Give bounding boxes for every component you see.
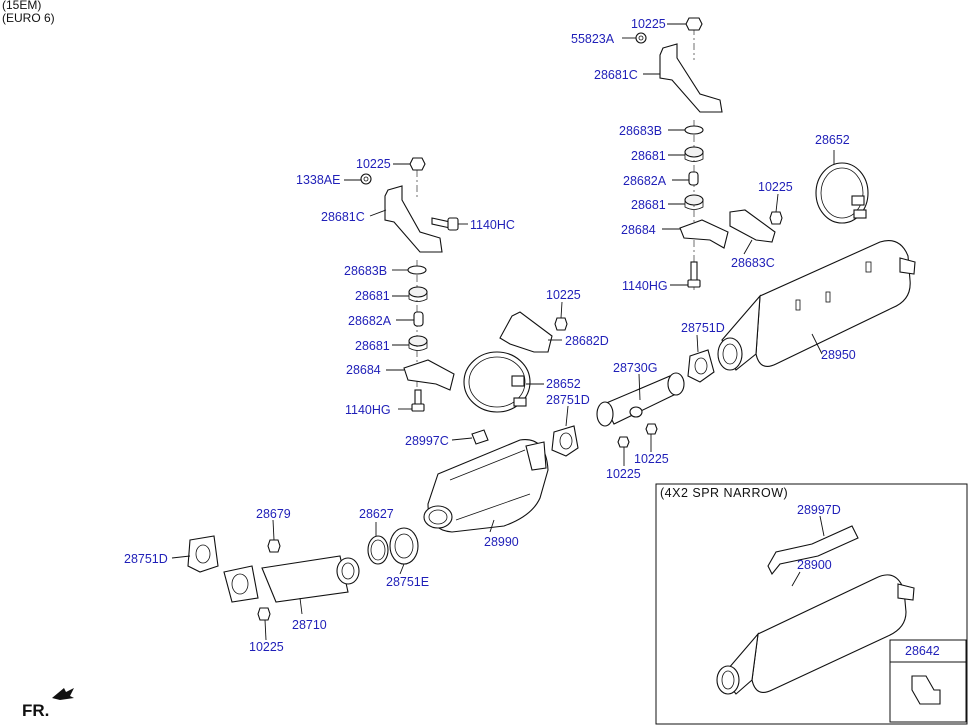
front-direction-indicator: FR. [22,688,74,720]
label-28710: 28710 [292,618,327,632]
label-28730G: 28730G [613,361,657,375]
sub-box-label: 28642 [905,644,940,658]
bolt-1140HC [431,217,451,229]
rubber-28681-right-2 [684,194,704,206]
catalytic-converter-28990 [423,439,549,533]
label-28684-left: 28684 [346,363,381,377]
clamp-28751E [389,527,419,565]
label-28681-left-1: 28681 [355,289,390,303]
label-10225-front-pipe: 10225 [249,640,284,654]
label-28684-right: 28684 [621,223,656,237]
right-hanger-assembly [635,17,783,290]
label-1140HG-left: 1140HG [345,403,391,417]
nut-10225-front-pipe [257,607,271,621]
label-28681-right-2: 28681 [631,198,666,212]
label-28950: 28950 [821,348,856,362]
bolt-1140HG-right [690,261,698,283]
bracket-28684-right [679,219,729,249]
label-28683B-right: 28683B [619,124,662,138]
pipe-bracket-28997D [767,525,859,576]
diesel-particulate-filter-28950 [717,240,916,371]
fr-label: FR. [22,701,49,720]
gasket-28751D-left [187,535,219,573]
gasket-28751D-right [687,349,715,383]
nut-10225-middle [554,317,568,331]
label-28997D: 28997D [797,503,841,517]
label-10225-middle: 10225 [546,288,581,302]
label-28751E: 28751E [386,575,429,589]
label-28652-middle: 28652 [546,377,581,391]
header-emission-standard: (EURO 6) [2,11,55,25]
label-28997C: 28997C [405,434,449,448]
clamp-28652-right [815,162,869,224]
gasket-28751D-middle [551,425,579,457]
nut-10225-pipe-a [617,436,630,448]
label-28681C-left: 28681C [321,210,365,224]
label-28652-right: 28652 [815,133,850,147]
front-arrow-icon [52,688,74,700]
label-28679: 28679 [256,507,291,521]
label-28751D-right: 28751D [681,321,725,335]
rubber-28681-left-2 [408,335,428,347]
label-28627: 28627 [359,507,394,521]
header-engine-code: (15EM) [2,0,41,12]
label-28682D: 28682D [565,334,609,348]
label-10225-pipe-a: 10225 [606,467,641,481]
rubber-28681-left-1 [408,286,428,298]
label-28682A-right: 28682A [623,174,667,188]
label-28681-left-2: 28681 [355,339,390,353]
bracket-28681C-right [659,43,723,113]
label-28900: 28900 [797,558,832,572]
label-28681C-right: 28681C [594,68,638,82]
nut-10225-left-top [409,157,426,171]
label-10225-top: 10225 [631,17,666,31]
clamp-28652-middle [463,351,531,413]
label-10225-left: 10225 [356,157,391,171]
inset-4x2-spr-narrow: (4X2 SPR NARROW) 28642 [655,483,968,725]
label-1338AE: 1338AE [296,173,340,187]
nut-10225-pipe-b [645,423,658,435]
label-1140HG-right: 1140HG [622,279,668,293]
bracket-28642 [911,675,941,705]
leader-lines [171,23,835,641]
label-1140HC: 1140HC [470,218,515,232]
front-pipe-28710 [223,539,360,621]
bracket-28683C [729,209,776,243]
label-28683C: 28683C [731,256,775,270]
pin-28682A-left [413,311,424,327]
washer-55823A [635,32,647,44]
nut-10225-top [685,17,703,31]
label-28682A-left: 28682A [348,314,392,328]
pipe-28730G [596,372,685,427]
sub-box-28642 [889,639,967,723]
washer-1338AE [360,173,372,185]
bracket-28681C-left [384,185,443,253]
label-28751D-middle: 28751D [546,393,590,407]
part-labels: 10225 55823A 28681C 28683B 28681 28682A … [124,17,856,654]
left-hanger-assembly [360,157,459,412]
washer-28683B-left [407,265,427,275]
label-55823A: 55823A [571,32,615,46]
bracket-28682D [499,311,553,353]
inset-title: (4X2 SPR NARROW) [660,486,788,500]
label-10225-pipe-b: 10225 [634,452,669,466]
label-28990: 28990 [484,535,519,549]
label-10225-right-bracket: 10225 [758,180,793,194]
dpf-28900 [751,574,907,693]
sensor-boss [629,406,643,418]
nut-28679 [267,539,281,553]
label-28681-right-1: 28681 [631,149,666,163]
nut-10225-right-bracket [769,211,783,225]
washer-28683B-right [684,125,704,135]
clamp-bolt [511,375,525,387]
label-28751D-left: 28751D [124,552,168,566]
sensor-28997C [471,429,489,445]
bracket-28684-left [403,359,455,391]
middle-clamp-assembly [463,162,869,413]
label-28683B-left: 28683B [344,264,387,278]
pin-28682A-right [688,171,699,186]
rubber-28681-right-1 [684,146,704,158]
